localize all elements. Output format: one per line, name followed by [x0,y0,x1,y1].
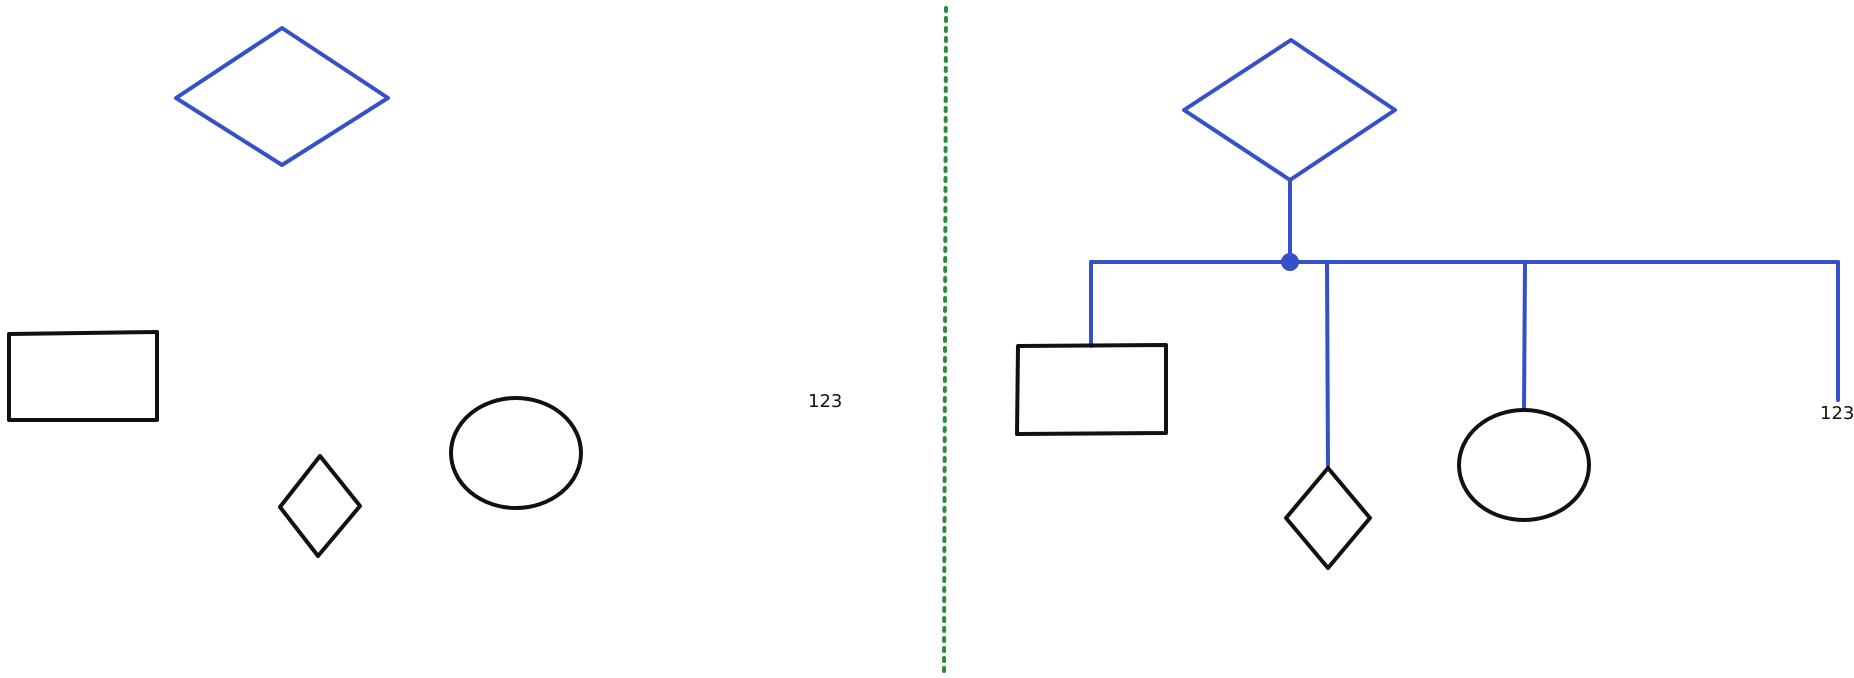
right-small-diamond[interactable] [1284,466,1372,570]
connector-to-small-diamond[interactable] [1325,260,1330,470]
connector-junction-dot[interactable] [1281,253,1299,271]
left-number-label[interactable]: 123 [808,391,842,412]
connector-to-circle[interactable] [1522,260,1527,412]
right-circle[interactable] [1457,408,1591,522]
right-blue-diamond[interactable] [1182,38,1397,182]
dotted-divider [942,6,948,674]
left-small-diamond[interactable] [278,454,362,558]
left-rectangle[interactable] [7,330,159,422]
left-blue-diamond[interactable] [174,26,390,167]
left-panel: 123 [7,26,842,558]
left-circle[interactable] [449,396,583,510]
right-number-label[interactable]: 123 [1820,403,1854,424]
connector-lines[interactable] [1089,178,1840,470]
right-panel: 123 [1015,38,1854,570]
right-rectangle[interactable] [1015,343,1168,436]
